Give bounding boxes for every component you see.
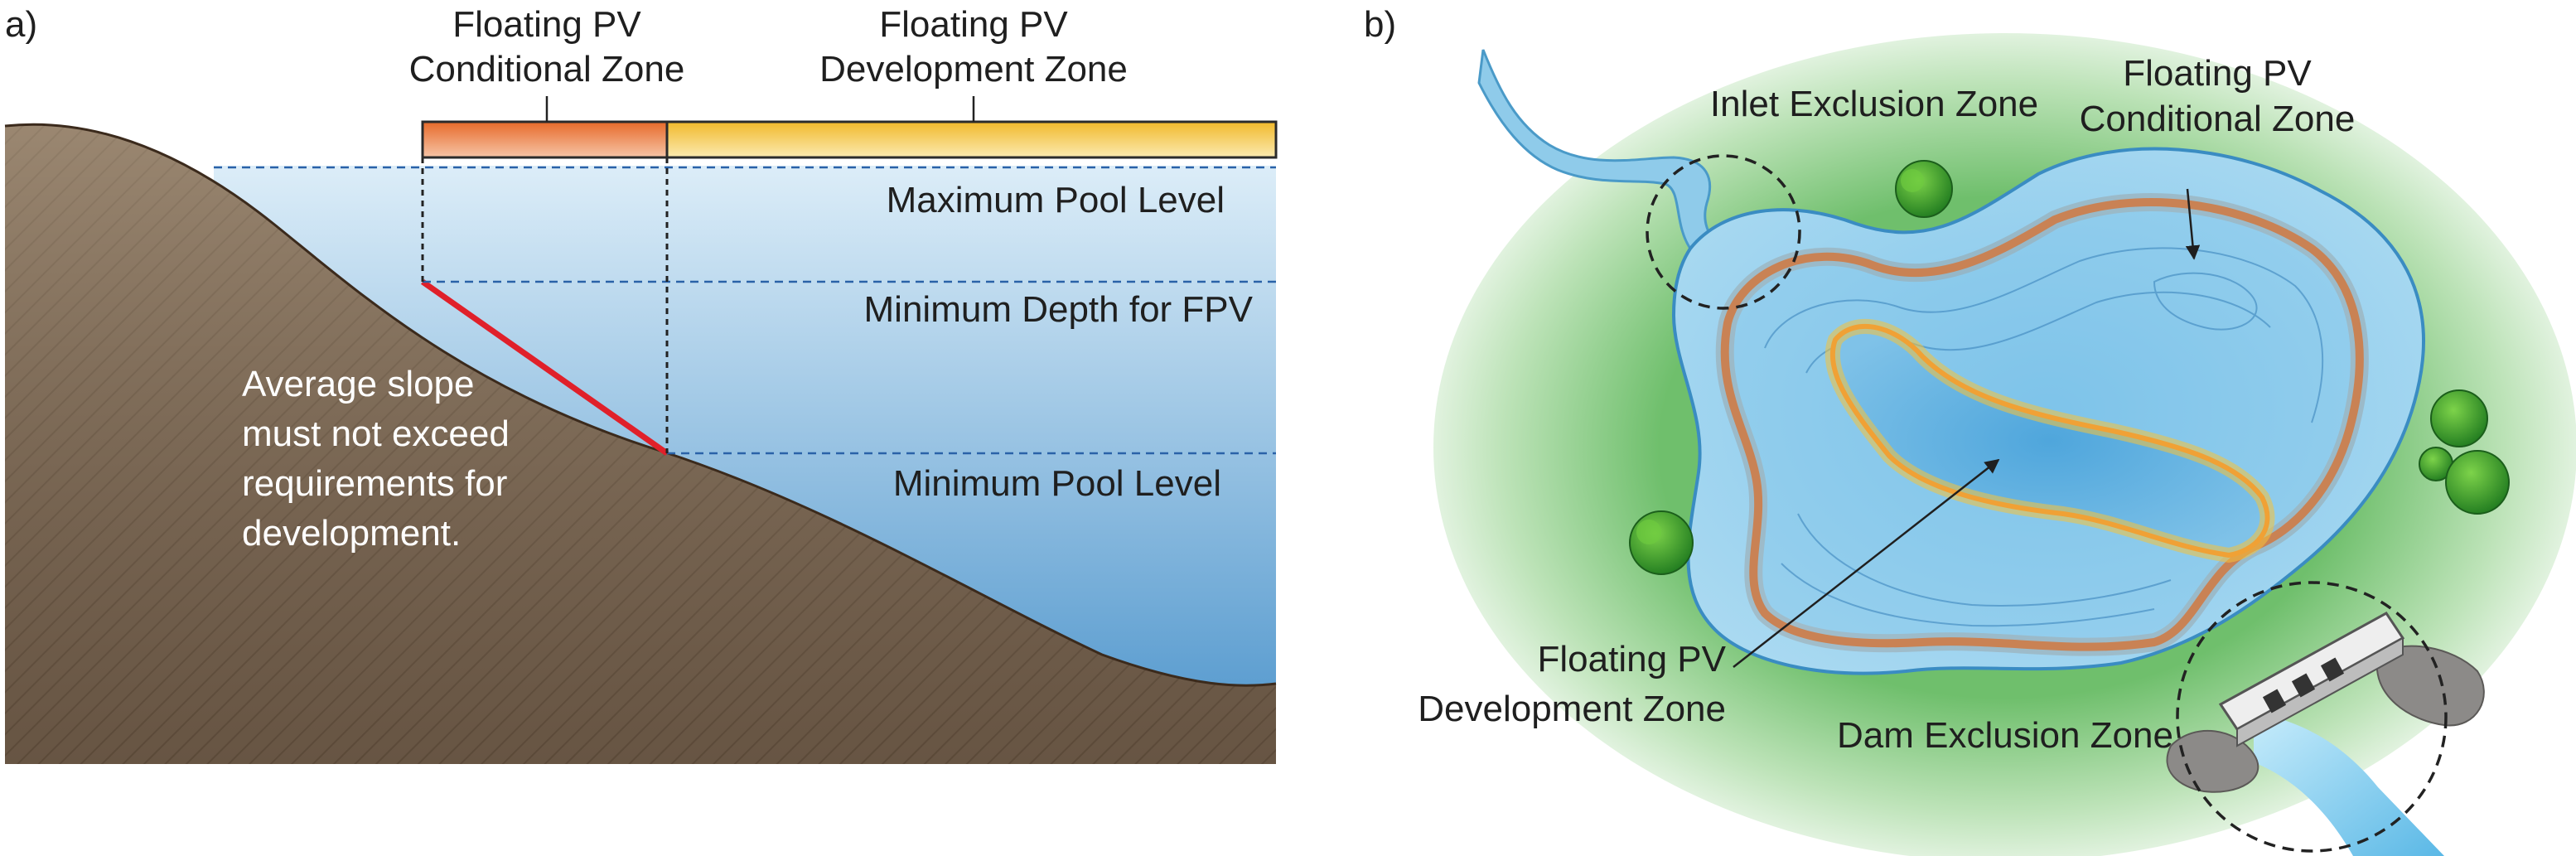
slope-note-line2: must not exceed bbox=[242, 413, 510, 454]
panel-b: b) bbox=[1364, 4, 2576, 856]
panel-a: a) Floating PV Conditional Zone Floating… bbox=[4, 4, 1278, 765]
tree-icon bbox=[1895, 160, 1953, 218]
contour-lines bbox=[1764, 247, 2324, 627]
dam-exclusion-circle bbox=[2176, 581, 2448, 853]
slope-note-line1: Average slope bbox=[242, 364, 475, 404]
slope-note-line3: requirements for bbox=[242, 463, 507, 504]
panel-b-tag: b) bbox=[1364, 4, 1396, 45]
minimum-pool-label: Minimum Pool Level bbox=[893, 463, 1221, 504]
development-zone-arrow bbox=[1733, 458, 2000, 668]
inlet-exclusion-label: Inlet Exclusion Zone bbox=[1710, 84, 2038, 124]
dam-structure bbox=[2218, 612, 2405, 747]
inlet-exclusion-circle bbox=[1646, 154, 1801, 310]
tree-icon bbox=[1629, 510, 1694, 575]
slope-note-line4: development. bbox=[242, 513, 461, 554]
minimum-depth-label: Minimum Depth for FPV bbox=[864, 289, 1254, 330]
dam-exclusion-label: Dam Exclusion Zone bbox=[1837, 715, 2173, 756]
rock-outcrop bbox=[2166, 645, 2485, 793]
development-zone-label-line2: Development Zone bbox=[819, 49, 1128, 89]
conditional-zone-label-line2: Conditional Zone bbox=[2080, 99, 2356, 139]
panel-a-tag: a) bbox=[5, 4, 37, 45]
tree-icon bbox=[2419, 389, 2510, 515]
slope-segment bbox=[420, 279, 669, 456]
development-zone-label-line2: Development Zone bbox=[1418, 689, 1726, 729]
development-zone-label-line1: Floating PV bbox=[879, 4, 1068, 45]
conditional-zone-label-line1: Floating PV bbox=[452, 4, 641, 45]
conditional-zone-label-line1: Floating PV bbox=[2123, 53, 2312, 94]
maximum-pool-label: Maximum Pool Level bbox=[887, 180, 1225, 220]
conditional-zone-label-line2: Conditional Zone bbox=[409, 49, 685, 89]
conditional-zone-bar bbox=[421, 120, 669, 159]
conditional-zone-ring bbox=[1720, 197, 2364, 651]
development-zone-bar bbox=[665, 120, 1278, 159]
conditional-zone-arrow bbox=[2185, 188, 2201, 260]
development-zone-label-line1: Floating PV bbox=[1538, 639, 1727, 679]
